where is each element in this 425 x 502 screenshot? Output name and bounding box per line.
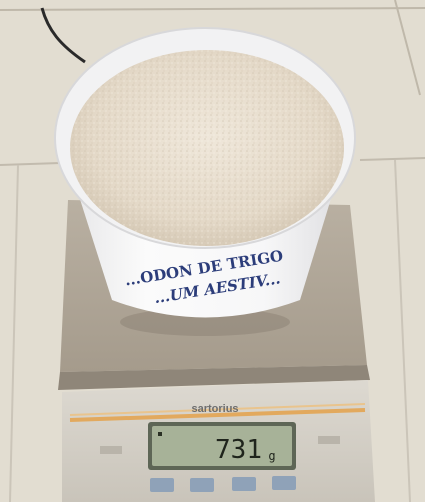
side-label-right	[318, 436, 340, 444]
lcd-indicator	[158, 432, 162, 436]
accent-stripe	[69, 408, 366, 422]
scale-button-1[interactable]	[150, 478, 174, 492]
cup-shadow	[120, 308, 290, 336]
tile-grout	[359, 157, 425, 161]
tile-grout	[9, 164, 19, 502]
tile-grout	[0, 7, 425, 11]
scale-button-3[interactable]	[232, 477, 256, 491]
tile-grout	[0, 162, 61, 166]
scale-button-2[interactable]	[190, 478, 214, 492]
flour-texture	[70, 50, 344, 246]
tile-grout	[394, 159, 411, 502]
tile-grout	[394, 0, 421, 96]
side-label-left	[100, 446, 122, 454]
weight-reading: 731	[215, 435, 262, 465]
accent-stripe	[69, 403, 366, 416]
lcd-display	[152, 426, 292, 466]
power-cable	[40, 7, 86, 64]
weight-unit: g	[268, 449, 275, 463]
brand-logo: sartorius	[191, 403, 238, 415]
platform-edge	[58, 365, 370, 390]
scale-button-4[interactable]	[272, 476, 296, 490]
